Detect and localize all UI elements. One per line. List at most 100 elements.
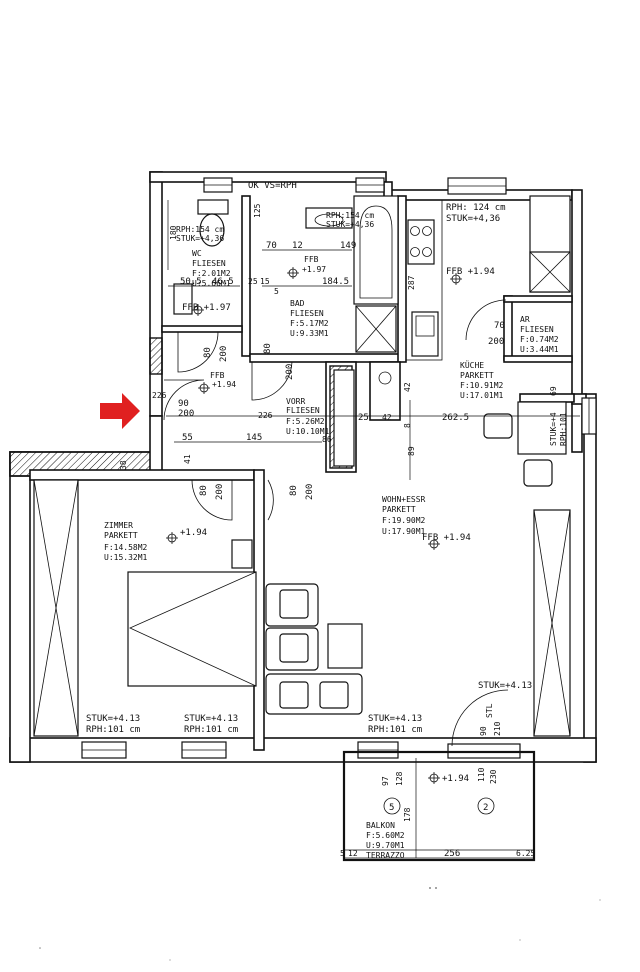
bad-ffb-label: FFB [304,255,319,264]
room-wohn-area: F:19.90M2 [382,516,426,525]
dim-5: 5 [274,287,279,296]
room-bad-area: F:5.17M2 [290,319,329,328]
dim-226b: 226 [258,411,273,420]
zimmer-door-width: 80 [199,485,209,496]
dim-55: 55 [182,433,193,443]
balkon-door-note: STUK=+4.13 [478,681,532,691]
entrance-arrow-icon [100,393,140,429]
dim-149: 149 [340,241,356,251]
balkon-5: 5 [340,849,345,858]
zimmer-window-note-1: STUK=+4.13 [86,714,140,724]
room-vorr-area: F:5.26M2 [286,417,325,426]
room-wohn: WOHN+ESSR PARKETT F:19.90M2 U:17.90M1 [382,495,426,536]
room-kueche-floor: PARKETT [460,371,494,380]
balkon-97: 97 [381,776,390,786]
vorr-ffb-label: FFB [210,371,225,380]
bad-window-note-2: STUK=+4,36 [326,220,374,229]
room-ar-perimeter: U:3.44M1 [520,345,559,354]
room-balkon-name: BALKON [366,821,395,830]
kitchen-side-note-1: STUK=+4 [549,412,558,446]
room-zimmer-floor: PARKETT [104,531,138,540]
room-balkon-area: F:5.60M2 [366,831,405,840]
room-zimmer-area: F:14.58M2 [104,543,148,552]
dim-89: 89 [407,446,416,456]
room-kueche: KÜCHE PARKETT F:10.91M2 U:17.01M1 [460,360,504,400]
kitchen-side-note-2: RPH:101 [559,412,568,446]
balkon-110: 110 [477,767,486,782]
dim-86: 86 [322,435,332,444]
balcony [342,750,536,862]
room-vorr-perimeter: U:10.10M1 [286,427,330,436]
scan-noise [39,887,601,961]
room-ar-name: AR [520,315,530,324]
door-swings [163,299,509,747]
room-wc: WC FLIESEN F:2.01M2 U:5.66M1 [192,249,231,288]
wohn-level-label: FFB +1.94 [422,533,471,543]
toilet-tank [197,199,229,215]
dim-38: 38 [119,460,128,470]
balkon-door-height: 210 [493,721,502,736]
zimmer-door-height: 200 [215,484,225,500]
wohn-door-height: 200 [305,484,315,500]
dim-70: 70 [266,241,277,251]
bad-door-width: 80 [263,343,273,354]
wc-sink [173,283,193,315]
room-bad-floor: FLIESEN [290,309,324,318]
room-kueche-area: F:10.91M2 [460,381,504,390]
axis-5-marker [383,797,401,815]
sofa-group [265,583,363,715]
kitchen-window-note-2: STUK=+4,36 [446,214,500,224]
room-balkon-perimeter: U:9.70M1 [366,841,405,850]
room-zimmer-name: ZIMMER [104,521,133,530]
kitchen-drain-icon [378,371,392,385]
axis-2-label: 2 [483,803,488,813]
room-balkon-floor: TERRAZZO [366,851,405,860]
entry-hatch [149,337,163,375]
dim-180: 180 [169,225,178,240]
dim-25b: 25 [358,413,369,423]
wc-door-height: 200 [219,346,229,362]
zimmer-level-label: +1.94 [180,528,207,538]
plan-text: OK VS=RPH RPH:154 cm STUK=+4,36 RPH:154 … [86,181,568,860]
room-ar-area: F:0.74M2 [520,335,559,344]
dim-184: 184.5 [322,277,349,287]
room-wohn-name: WOHN+ESSR [382,495,426,504]
kueche-level-label: FFB +1.94 [446,267,495,277]
zimmer-window2-note-1: STUK=+4.13 [184,714,238,724]
room-ar-floor: FLIESEN [520,325,554,334]
room-wc-floor: FLIESEN [192,259,226,268]
dim-226: 226 [152,391,167,400]
entry-door-width: 90 [178,399,189,409]
fixtures [33,195,571,737]
balkon-625: 6.25 [516,849,535,858]
room-bad-perimeter: U:9.33M1 [290,329,329,338]
vorr-level-label: +1.94 [212,380,236,389]
coffee-table [327,623,363,669]
level-markers [166,267,462,784]
room-wc-name: WC [192,249,202,258]
room-wohn-perimeter: U:17.90M1 [382,527,426,536]
dim-15: 15 [260,277,270,286]
ar-door-width: 70 [494,321,505,331]
kitchen-window-note-1: RPH: 124 cm [446,203,506,213]
dim-125: 125 [253,203,262,218]
room-bad: BAD FLIESEN F:5.17M2 U:9.33M1 [290,299,329,338]
dim-8: 8 [403,423,412,428]
chair-left [483,413,513,439]
dim-46: 46.5 [212,277,234,287]
axis-5-label: 5 [389,803,394,813]
dim-262: 262.5 [442,413,469,423]
dim-42b: 42 [403,382,412,392]
dim-50: 50.5 [180,277,202,287]
bad-door-height: 200 [285,364,295,380]
room-bad-name: BAD [290,299,305,308]
zimmer-window-note-2: RPH:101 cm [86,725,140,735]
balkon-level-label: +1.94 [442,774,469,784]
wohn-door-width: 80 [289,485,299,496]
wc-door-width: 80 [203,347,213,358]
room-balkon: BALKON F:5.60M2 U:9.70M1 TERRAZZO [366,821,405,860]
room-vorr-name: VORR [286,397,305,406]
bad-window-note-1: RPH:154 cm [326,211,374,220]
